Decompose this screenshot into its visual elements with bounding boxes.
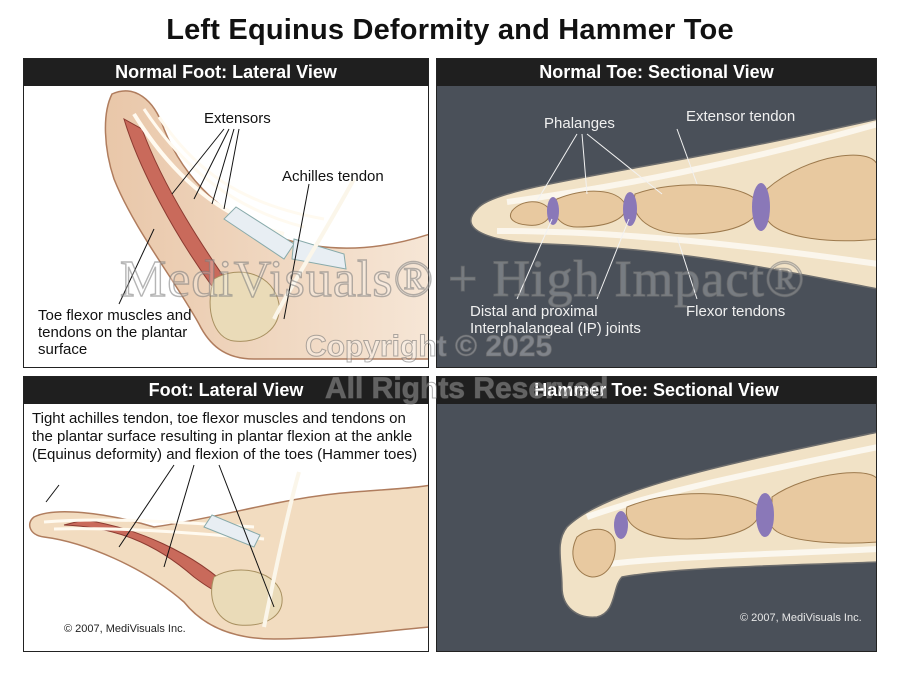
label-phalanges: Phalanges	[544, 115, 615, 132]
copyright-foot: © 2007, MediVisuals Inc.	[64, 623, 186, 635]
panel-heading: Hammer Toe: Sectional View	[437, 377, 876, 404]
label-toe-flexor: Toe flexor muscles and tendons on the pl…	[38, 307, 192, 358]
foot-description: Tight achilles tendon, toe flexor muscle…	[32, 410, 418, 463]
hammer-toe-illustration	[559, 431, 876, 618]
label-ip-joints-line1: Distal and proximal	[470, 303, 598, 320]
panel-heading: Normal Toe: Sectional View	[437, 59, 876, 86]
panel-normal-foot: Normal Foot: Lateral View	[23, 58, 429, 368]
label-extensor-tendon: Extensor tendon	[686, 108, 796, 125]
label-extensors: Extensors	[204, 110, 271, 127]
panel-hammer-toe: Hammer Toe: Sectional View © 2007, MediV…	[436, 376, 877, 652]
label-flexor-tendons: Flexor tendons	[686, 303, 786, 320]
panel-heading: Foot: Lateral View	[24, 377, 428, 404]
panel-heading: Normal Foot: Lateral View	[24, 59, 428, 86]
normal-toe-illustration	[470, 118, 876, 300]
equinus-foot-illustration	[28, 464, 428, 640]
label-achilles-tendon: Achilles tendon	[282, 168, 384, 185]
label-ip-joints-line2: Interphalangeal (IP) joints	[470, 320, 641, 337]
normal-foot-illustration	[104, 90, 428, 360]
copyright-hammer-toe: © 2007, MediVisuals Inc.	[740, 612, 862, 624]
page-title: Left Equinus Deformity and Hammer Toe	[166, 14, 734, 46]
panel-normal-toe: Normal Toe: Sectional View Phalanges Ext…	[436, 58, 877, 368]
panel-foot-lateral: Foot: Lateral View Tight achilles tendon…	[23, 376, 429, 652]
